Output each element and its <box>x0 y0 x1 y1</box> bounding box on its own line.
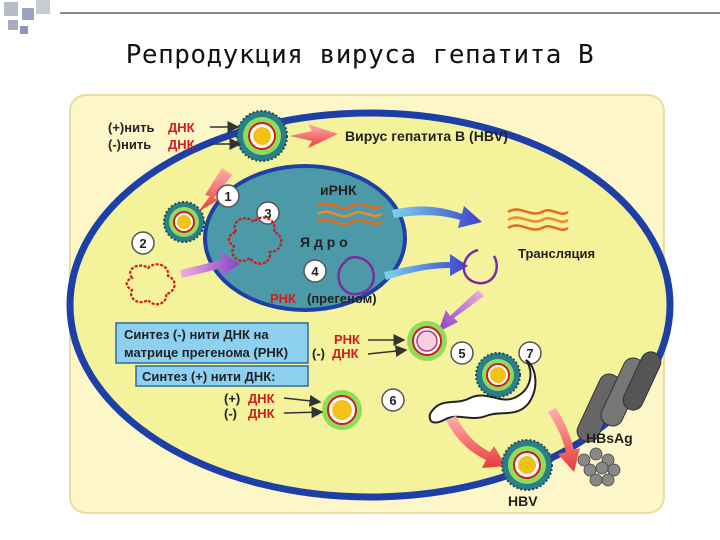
capsid-minus-label: (-) <box>312 346 325 361</box>
step-3: 3 <box>256 201 280 225</box>
dna-in-nucleus <box>227 216 283 265</box>
rna-pregenome-suffix: (прегеном) <box>307 291 377 306</box>
nucleocapsid-minus-dna: ДНК <box>248 406 275 421</box>
nucleus <box>203 164 407 312</box>
nucleocapsid-minus-label: (-) <box>224 406 237 421</box>
nucleocapsid-plus-dna: ДНК <box>248 391 275 406</box>
synthesis-plus-box <box>135 365 309 387</box>
er-membrane <box>428 359 537 424</box>
plus-strand-dna-label: ДНК <box>168 120 195 135</box>
minus-strand-label: (-)нить <box>108 137 151 152</box>
svg-text:1: 1 <box>224 189 231 204</box>
hbsag-filaments <box>576 351 662 443</box>
synthesis-minus-box <box>115 322 309 364</box>
synthesis-minus-line1: Синтез (-) нити ДНК на <box>124 327 269 342</box>
svg-text:3: 3 <box>264 206 271 221</box>
virus-particle-top <box>236 110 288 162</box>
virus-particle-entering <box>163 201 205 243</box>
decor-square-2 <box>22 8 34 20</box>
release-arrow-hbsag <box>548 408 580 472</box>
encapsidation-arrow <box>438 290 484 332</box>
step-5: 5 <box>450 341 474 365</box>
mrna-export-arrow <box>392 206 482 228</box>
mrna-cytoplasm <box>507 208 569 231</box>
release-arrow-virion <box>446 416 506 468</box>
pregenome-export-arrow <box>384 254 468 280</box>
virus-label: Вирус гепатита В (HBV) <box>345 128 508 144</box>
svg-text:5: 5 <box>458 346 465 361</box>
released-virion <box>501 439 553 491</box>
decor-square-4 <box>8 20 18 30</box>
capsid-dna-label: ДНК <box>332 346 359 361</box>
page-title: Репродукция вируса гепатита В <box>125 40 595 70</box>
decor-square-5 <box>20 26 28 34</box>
coated-nucleocapsid <box>475 352 521 398</box>
step-1: 1 <box>216 184 240 208</box>
step-7: 7 <box>518 341 542 365</box>
mrna-label: иРНК <box>320 182 357 198</box>
capsid-with-rna <box>407 321 447 361</box>
mrna-in-nucleus <box>317 202 383 226</box>
capsid-rna-label: РНК <box>334 332 360 347</box>
hbsag-particles <box>577 447 621 487</box>
synthesis-plus-line: Синтез (+) нити ДНК: <box>142 369 276 384</box>
uncoated-dna-cytoplasm <box>125 263 176 306</box>
translation-label: Трансляция <box>518 246 595 261</box>
title-rule <box>60 12 720 14</box>
decor-square-3 <box>36 0 50 14</box>
decor-square-1 <box>4 2 18 16</box>
plus-strand-label: (+)нить <box>108 120 154 135</box>
synthesis-minus-line2: матрице прегенома (РНК) <box>124 345 288 360</box>
svg-text:7: 7 <box>526 346 533 361</box>
step-4: 4 <box>303 259 327 283</box>
step-6: 6 <box>381 388 405 412</box>
nucleocapsid-plus-label: (+) <box>224 391 240 406</box>
step-2: 2 <box>131 231 155 255</box>
rna-pregenome-rna: РНК <box>270 291 296 306</box>
pregenome-rna-cytoplasm <box>462 248 499 285</box>
nucleus-label: Я д р о <box>300 234 348 250</box>
nucleocapsid-complete <box>322 390 362 430</box>
hbv-label: HBV <box>508 493 538 509</box>
nuclear-entry-arrow <box>180 252 240 278</box>
svg-text:4: 4 <box>311 264 319 279</box>
hbsag-label: HBsAg <box>586 430 633 446</box>
svg-text:6: 6 <box>389 393 396 408</box>
entry-arrow-down <box>198 168 232 212</box>
svg-text:2: 2 <box>139 236 146 251</box>
minus-strand-dna-label: ДНК <box>168 137 195 152</box>
pregenome-rna-nucleus <box>337 255 375 296</box>
entry-arrow-top <box>290 124 338 148</box>
